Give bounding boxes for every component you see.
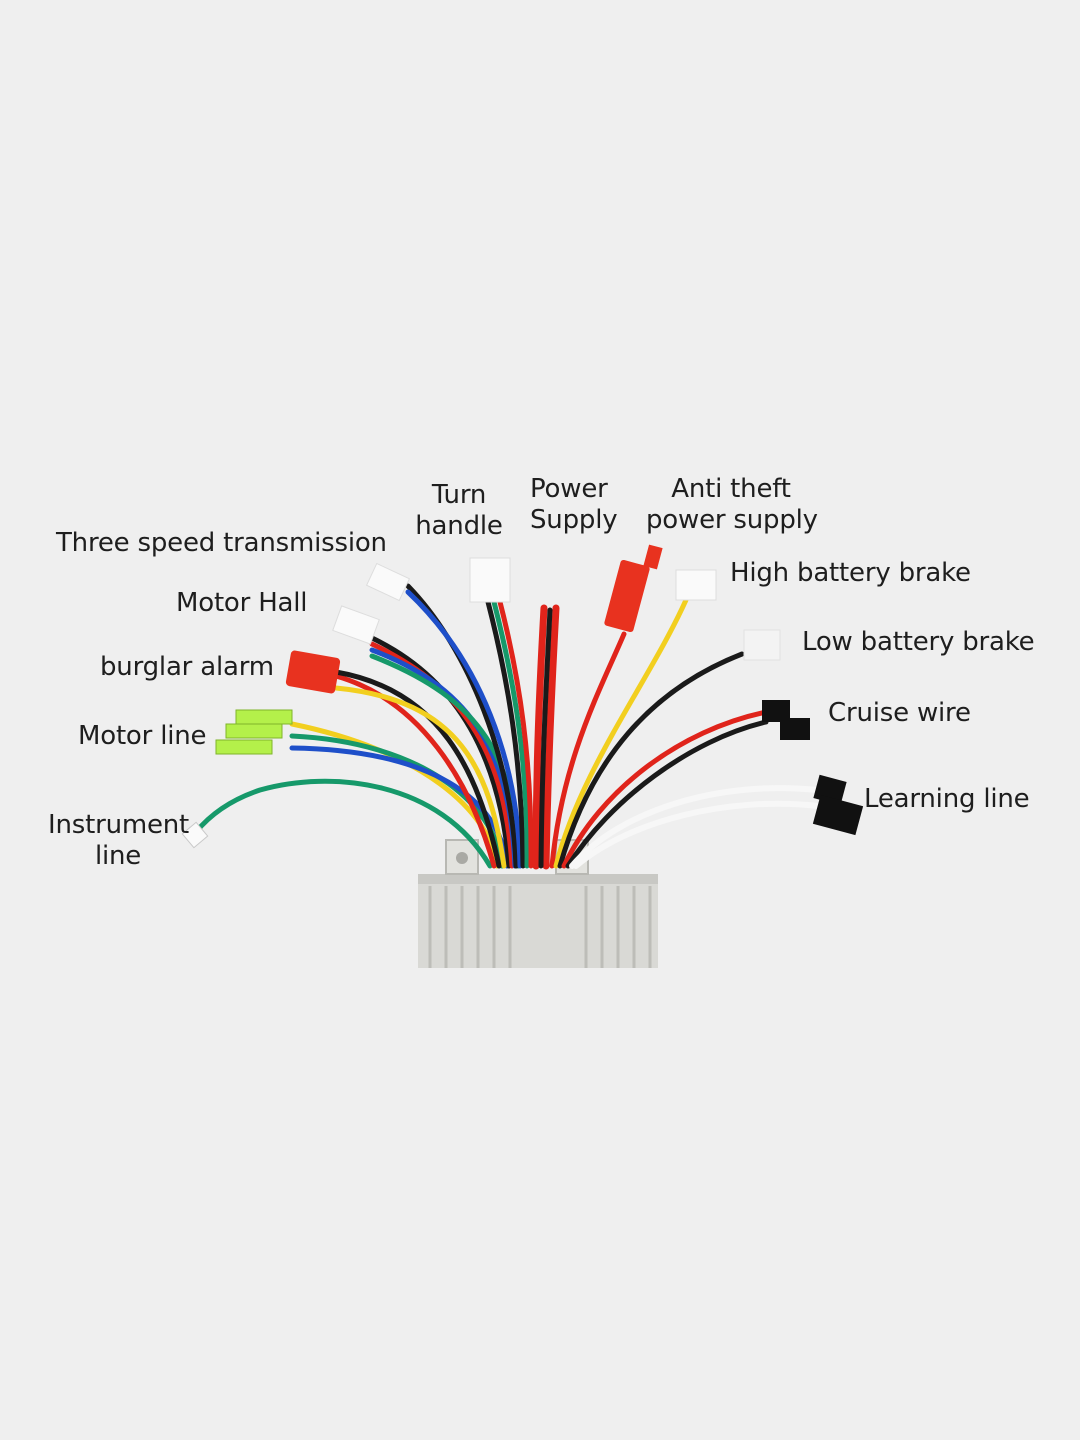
- burglar-alarm-connector: [285, 650, 341, 694]
- low-battery-brake-label: Low battery brake: [802, 627, 1035, 657]
- power-supply-label: Power Supply: [530, 474, 618, 535]
- heatsink-fins: [428, 886, 652, 968]
- motor-hall-black-wire: [369, 635, 512, 869]
- anti-theft-power-supply-label: Anti theft power supply: [646, 474, 818, 535]
- instrument-connector: [181, 821, 209, 849]
- three-speed-blue-wire: [405, 589, 523, 869]
- cruise-red-wire: [561, 709, 769, 869]
- high-battery-brake-label: High battery brake: [730, 558, 971, 588]
- power-supply-red-wire-1: [532, 604, 548, 870]
- cruise-black-wire: [565, 719, 769, 869]
- motor-hall-label: Motor Hall: [176, 588, 308, 618]
- instrument-line-wire: [193, 778, 493, 869]
- anti-theft-red-wire: [549, 631, 627, 869]
- learning-line-label: Learning line: [864, 784, 1030, 814]
- high-brake-connector: [675, 569, 717, 601]
- high-brake-yellow-wire: [553, 597, 689, 869]
- cruise-connector: [762, 700, 810, 740]
- cruise-wire-label: Cruise wire: [828, 698, 971, 728]
- learning-connector: [812, 774, 864, 836]
- anti-theft-connector: [604, 544, 663, 633]
- burglar-alarm-yellow-wire: [333, 685, 507, 869]
- motor-line-connectors: [215, 709, 293, 755]
- connectors: [181, 544, 864, 849]
- burglar-alarm-label: burglar alarm: [100, 652, 274, 682]
- low-brake-black-wire: [557, 651, 745, 869]
- controller-top-edge: [418, 874, 658, 884]
- turn-handle-red-wire: [497, 599, 534, 869]
- motor-hall-connector: [332, 605, 380, 645]
- turn-handle-green-wire: [491, 599, 530, 869]
- burglar-alarm-red-wire: [333, 673, 497, 869]
- burglar-alarm-black-wire: [333, 669, 502, 869]
- turn-handle-connector: [469, 557, 511, 603]
- turn-handle-black-wire: [485, 599, 526, 869]
- low-brake-connector: [743, 629, 781, 661]
- motor-line-label: Motor line: [78, 721, 207, 751]
- controller-housing: [418, 874, 658, 968]
- wire-bundle: [193, 583, 821, 870]
- instrument-line-label: Instrument line: [48, 810, 190, 871]
- learning-white-wire-2: [573, 800, 821, 869]
- motor-line-yellow-wire: [289, 721, 500, 869]
- controller-box: [418, 839, 658, 968]
- power-supply-red-wire-2: [542, 604, 560, 870]
- mounting-hole-left: [456, 852, 468, 864]
- three-speed-transmission-label: Three speed transmission: [56, 528, 387, 558]
- learning-white-wire-1: [569, 785, 821, 869]
- power-supply-black-wire: [538, 607, 553, 869]
- three-speed-connector: [365, 562, 411, 602]
- turn-handle-label: Turn handle: [415, 480, 503, 541]
